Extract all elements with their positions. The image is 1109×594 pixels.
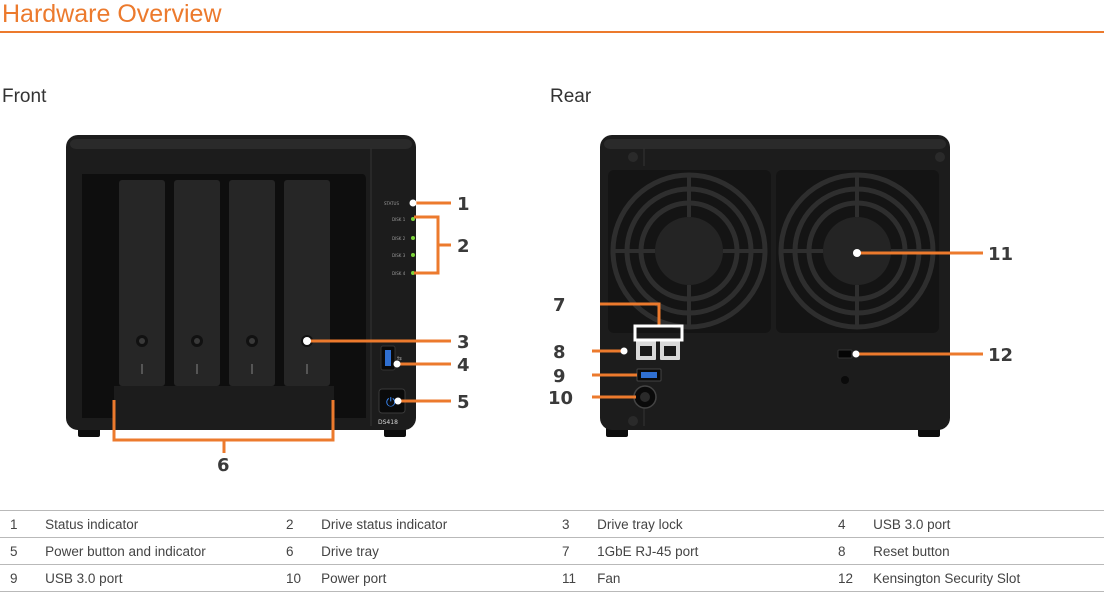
callout-9: 9 [553, 366, 566, 387]
callout-dot-3 [303, 337, 311, 345]
legend-label: Power button and indicator [45, 537, 276, 565]
rear-chassis-top-edge [604, 139, 946, 149]
callout-dot-8 [620, 347, 628, 355]
drive-tray-2[interactable] [174, 180, 220, 386]
legend-row: 5 Power button and indicator 6 Drive tra… [0, 537, 1104, 565]
legend-label: Power port [321, 564, 552, 592]
hardware-diagram: STATUS DISK 1 DISK 2 DISK 3 DISK 4 ⇆ ⏻ D… [66, 135, 1013, 476]
model-name: DS418 [378, 419, 398, 426]
legend-num: 11 [551, 564, 598, 592]
tray-marker-4 [306, 364, 308, 374]
callout-12: 12 [988, 345, 1013, 366]
tray-marker-2 [196, 364, 198, 374]
callout-dot-4 [393, 360, 401, 368]
legend-num: 1 [0, 510, 46, 538]
legend-label: USB 3.0 port [45, 564, 276, 592]
drive-tray-3[interactable] [229, 180, 275, 386]
callout-8: 8 [553, 342, 566, 363]
legend-label: Kensington Security Slot [873, 564, 1104, 592]
rear-screw-top-right [935, 152, 945, 162]
legend-row: 9 USB 3.0 port 10 Power port 11 Fan 12 K… [0, 564, 1104, 592]
callout-dot-1 [409, 199, 417, 207]
callout-4: 4 [457, 355, 470, 376]
callout-11: 11 [988, 244, 1013, 265]
callout-6: 6 [217, 455, 230, 476]
disk-4-indicator-label: DISK 4 [392, 271, 406, 276]
callout-bracket-2 [414, 215, 440, 275]
drive-tray-4[interactable] [284, 180, 330, 386]
callout-3: 3 [457, 332, 470, 353]
callout-dot-5 [394, 397, 402, 405]
fan-left [608, 170, 771, 333]
tray-marker-3 [251, 364, 253, 374]
usb-icon: ⇆ [397, 355, 402, 362]
status-indicator-label: STATUS [384, 201, 399, 206]
rear-callouts: 7 8 9 10 11 12 [548, 244, 1013, 409]
front-chassis-top-edge [70, 139, 412, 149]
rear-usb-port[interactable] [636, 368, 662, 382]
front-callouts: 1 2 3 4 5 6 [112, 194, 470, 476]
legend-label: Drive status indicator [321, 510, 552, 538]
legend-num: 6 [275, 537, 322, 565]
rear-device [600, 135, 950, 437]
title-divider [0, 31, 1104, 33]
legend-label: Drive tray [321, 537, 552, 565]
front-usb-port[interactable] [380, 345, 396, 371]
legend-label: Reset button [873, 537, 1104, 565]
legend-label: Status indicator [45, 510, 276, 538]
power-port[interactable] [633, 385, 657, 409]
legend-num: 8 [827, 537, 874, 565]
disk-1-indicator-label: DISK 1 [392, 217, 406, 222]
callout-dot-11 [853, 249, 861, 257]
legend-num: 4 [827, 510, 874, 538]
lan-port-2[interactable] [660, 340, 680, 360]
callout-10: 10 [548, 388, 573, 409]
callout-5: 5 [457, 392, 470, 413]
drive-tray-1[interactable] [119, 180, 165, 386]
callout-1: 1 [457, 194, 470, 215]
power-icon: ⏻ [386, 395, 396, 409]
callout-dot-12 [852, 350, 860, 358]
legend-label: USB 3.0 port [873, 510, 1104, 538]
legend-num: 2 [275, 510, 322, 538]
rear-screw-hole [841, 376, 849, 384]
legend-num: 12 [827, 564, 874, 592]
rear-view-label: Rear [550, 86, 592, 107]
legend-label: Fan [597, 564, 828, 592]
component-legend-table: 1 Status indicator 2 Drive status indica… [0, 510, 1104, 592]
legend-label: Drive tray lock [597, 510, 828, 538]
kensington-slot[interactable] [837, 349, 853, 359]
callout-line-7 [600, 302, 661, 326]
rear-screw-bottom-left [628, 416, 638, 426]
front-view-label: Front [2, 86, 47, 107]
callout-7: 7 [553, 295, 566, 316]
rear-screw-top-left [628, 152, 638, 162]
front-device: STATUS DISK 1 DISK 2 DISK 3 DISK 4 ⇆ ⏻ D… [66, 135, 416, 437]
legend-num: 10 [275, 564, 322, 592]
legend-num: 7 [551, 537, 598, 565]
tray-marker-1 [141, 364, 143, 374]
legend-num: 5 [0, 537, 46, 565]
legend-num: 3 [551, 510, 598, 538]
legend-num: 9 [0, 564, 46, 592]
disk-2-indicator-label: DISK 2 [392, 236, 406, 241]
disk-3-indicator-label: DISK 3 [392, 253, 406, 258]
disk-2-led [411, 236, 415, 240]
legend-row: 1 Status indicator 2 Drive status indica… [0, 510, 1104, 538]
callout-2: 2 [457, 236, 470, 257]
legend-label: 1GbE RJ-45 port [597, 537, 828, 565]
lan-port-1[interactable] [636, 340, 656, 360]
callout-box-7 [633, 324, 684, 342]
disk-3-led [411, 253, 415, 257]
page-title: Hardware Overview [2, 0, 222, 28]
